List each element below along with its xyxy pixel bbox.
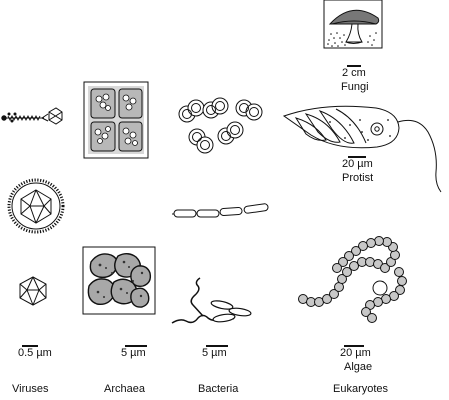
bacteria-scale-bar [206,345,228,347]
viruses-scale-bar [22,345,38,347]
column-label-eukaryotes: Eukaryotes [333,383,389,395]
fungi-scale-label: 2 cm [342,67,366,79]
algae-scale-bar [344,345,364,347]
archaea-scale-label: 5 µm [121,347,146,359]
archaea-tetrad-illustration [83,81,149,159]
protist-scale-label: 20 µm [342,158,373,170]
algae-filament-illustration [298,236,407,323]
enveloped-virus-illustration [7,178,65,234]
protist-scale-bar [348,156,366,158]
viruses-scale-label: 0.5 µm [18,347,52,359]
mushroom-illustration [323,0,383,49]
protist-name-label: Protist [342,172,374,184]
fungi-name-label: Fungi [341,81,369,93]
algae-name-label: Algae [344,361,373,373]
bacteria-scale-label: 5 µm [202,347,227,359]
algae-scale-label: 20 µm [340,347,371,359]
flagellated-bacteria-illustration [171,277,252,324]
column-label-viruses: Viruses [12,383,49,395]
protist-illustration [282,105,442,193]
archaea-scale-bar [125,345,147,347]
bacilli-chain-illustration [172,203,269,218]
bacteriophage-illustration [1,107,63,125]
icosahedral-virus-illustration [19,276,47,306]
column-label-bacteria: Bacteria [198,383,239,395]
diplococci-illustration [178,97,263,154]
fungi-scale-bar [347,65,361,67]
column-label-archaea: Archaea [104,383,145,395]
archaea-cluster-illustration [82,246,156,315]
